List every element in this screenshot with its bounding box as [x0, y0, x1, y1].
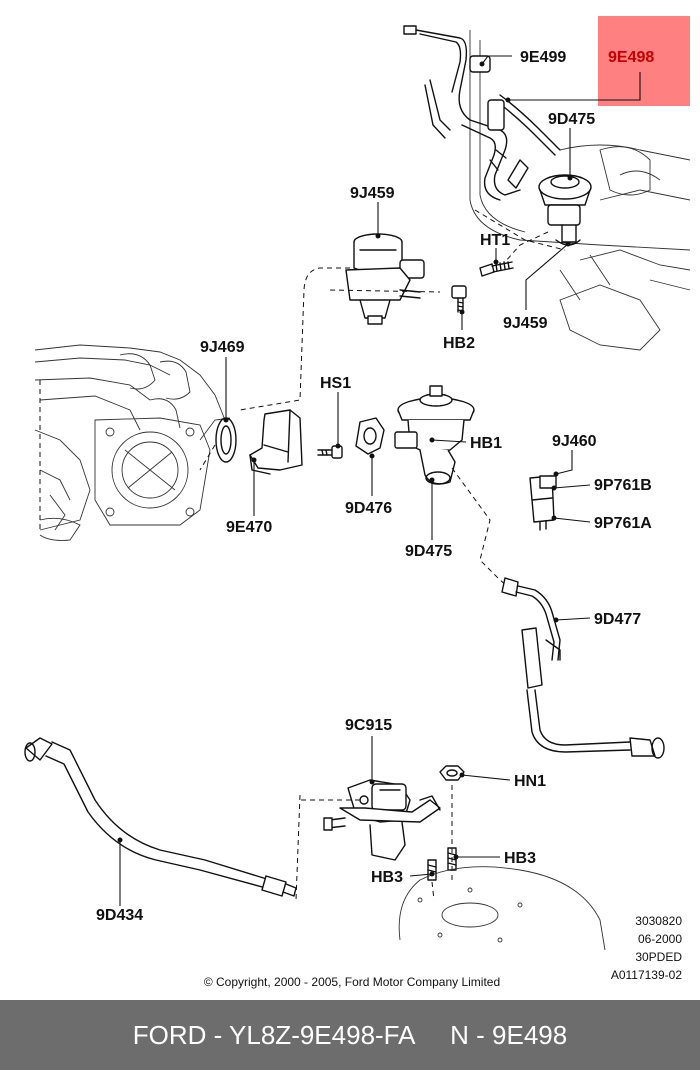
copyright-notice: © Copyright, 2000 - 2005, Ford Motor Com… [204, 975, 500, 989]
part-number-footer: FORD - YL8Z-9E498-FA N - 9E498 [0, 1000, 700, 1070]
callout-9j460: 9J460 [552, 433, 597, 450]
dashed-guides-lower [295, 785, 453, 901]
callout-9d476: 9D476 [345, 500, 392, 517]
callout-9p761a: 9P761A [594, 515, 652, 532]
part-9j469-gasket [215, 417, 237, 463]
callout-9d475-top: 9D475 [548, 111, 595, 128]
part-9j459-regulator [345, 233, 425, 325]
engine-block-top-right [469, 30, 691, 351]
exploded-parts-diagram: 9E498 9E499 9D475 9J459 HT1 HB2 9J459 9J… [24, 16, 691, 989]
intake-manifold-left [34, 344, 231, 541]
part-9j460-sensor [529, 475, 557, 531]
callout-hb3-right: HB3 [504, 850, 536, 867]
callout-9e499: 9E499 [520, 49, 566, 66]
part-9d475-top-egr [538, 174, 592, 246]
callout-9e470: 9E470 [226, 519, 272, 536]
part-9d477-tube [501, 577, 665, 759]
leader-lines [119, 55, 641, 906]
part-9d475-mid-egr [394, 385, 475, 485]
leader-dots [117, 61, 573, 877]
part-9d434-tube [24, 737, 297, 897]
part-hb2-bolt [451, 285, 467, 313]
callout-ht1: HT1 [480, 232, 510, 249]
mounting-plate-bottom [398, 866, 606, 951]
callout-9d475-mid: 9D475 [405, 543, 452, 560]
footer-part-number: FORD - YL8Z-9E498-FA N - 9E498 [132, 1019, 568, 1050]
part-9c915-sensor [323, 779, 441, 861]
dashed-guide-mid [451, 467, 513, 591]
callout-9e498: 9E498 [608, 49, 654, 66]
ref-code-1: 3030820 [635, 914, 682, 928]
callout-hs1: HS1 [320, 375, 351, 392]
callout-hn1: HN1 [514, 773, 546, 790]
dashed-guides-top [239, 231, 549, 411]
callout-9d477: 9D477 [594, 611, 641, 628]
part-hn1-nut [439, 765, 465, 781]
callout-9j469: 9J469 [200, 339, 245, 356]
ref-code-4: A0117139-02 [611, 968, 683, 982]
callout-hb2: HB2 [443, 335, 475, 352]
callout-9d434: 9D434 [96, 907, 143, 924]
callout-9p761b: 9P761B [594, 477, 652, 494]
part-ht1-bolt [479, 261, 514, 277]
callout-hb3-left: HB3 [371, 869, 403, 886]
part-9d476-gasket [355, 417, 385, 455]
callout-9j459-right: 9J459 [503, 315, 548, 332]
callout-hb1: HB1 [470, 435, 502, 452]
ref-code-3: 30PDED [635, 950, 682, 964]
part-9e470-bracket [249, 409, 303, 475]
ref-code-2: 06-2000 [638, 932, 682, 946]
callout-9j459-top: 9J459 [350, 185, 395, 202]
callout-9c915: 9C915 [345, 717, 392, 734]
highlight-box [598, 16, 690, 106]
